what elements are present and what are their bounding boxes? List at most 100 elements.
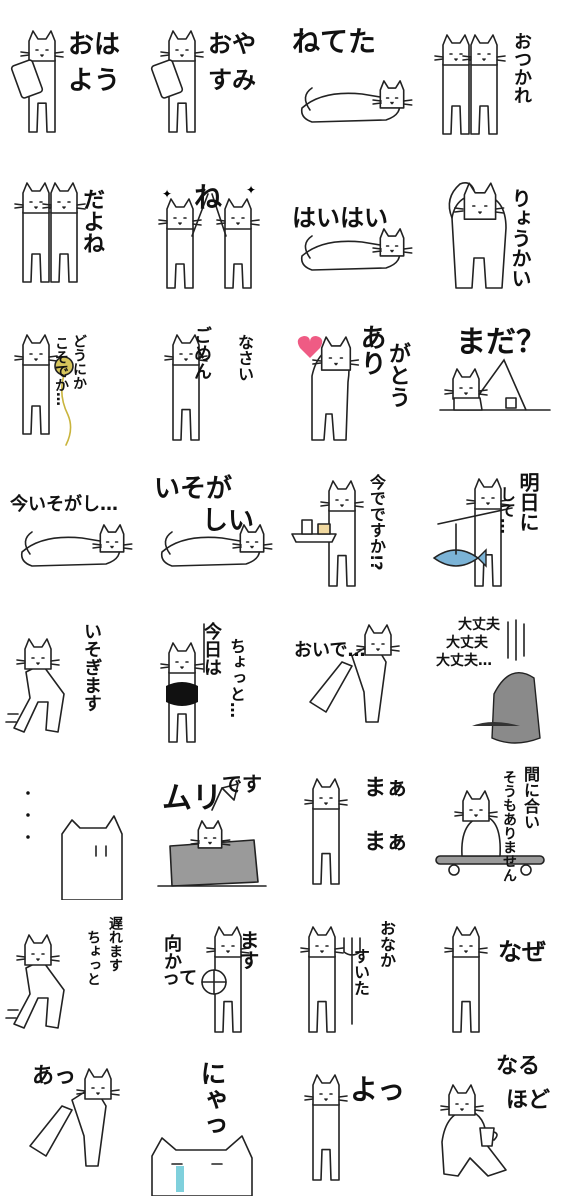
svg-text:✦: ✦ bbox=[246, 183, 256, 197]
sticker-caption: ます bbox=[236, 930, 260, 970]
cat-illustration bbox=[151, 1135, 253, 1196]
sticker-caption: おつかれ bbox=[511, 32, 532, 104]
sticker-s9[interactable]: こそでか…どうにか bbox=[2, 306, 142, 456]
sticker-caption: しい bbox=[202, 506, 255, 536]
sticker-caption: 向か bbox=[161, 934, 182, 970]
cat-illustration bbox=[160, 524, 273, 567]
cat-illustration bbox=[14, 182, 86, 283]
cat-illustration bbox=[304, 1074, 348, 1181]
sticker-s26[interactable]: 向かって ます bbox=[142, 898, 282, 1048]
cat-illustration bbox=[160, 623, 205, 743]
sticker-s19[interactable]: おいで… bbox=[282, 602, 422, 752]
sticker-caption: ・ bbox=[19, 830, 35, 844]
sticker-s31[interactable]: よっ bbox=[282, 1046, 422, 1196]
sticker-caption: 今いそがし… bbox=[10, 494, 118, 515]
sticker-caption: して… bbox=[497, 486, 516, 534]
sticker-caption: はいはい bbox=[292, 204, 388, 232]
sticker-s16[interactable]: 明日にして… bbox=[422, 454, 562, 604]
cat-illustration bbox=[5, 934, 65, 1029]
sticker-s30[interactable]: にゃっ bbox=[142, 1046, 282, 1196]
sticker-caption: って bbox=[162, 968, 198, 989]
cat-illustration bbox=[300, 926, 361, 1033]
sticker-s7[interactable]: はいはい bbox=[282, 158, 422, 308]
cat-illustration bbox=[164, 334, 208, 441]
sticker-s6[interactable]: ✦ ✦ ね bbox=[142, 158, 282, 308]
sticker-s15[interactable]: 今でですか!? bbox=[282, 454, 422, 604]
sticker-s29[interactable]: あっ bbox=[2, 1046, 142, 1196]
cat-illustration bbox=[150, 30, 204, 133]
sticker-caption: 遅れます bbox=[107, 916, 123, 972]
sticker-s1[interactable]: おはよう bbox=[2, 10, 142, 160]
sticker-caption: よう bbox=[68, 66, 121, 96]
sticker-s28[interactable]: なぜ bbox=[422, 898, 562, 1048]
sticker-s20[interactable]: 大丈夫大丈夫大丈夫… bbox=[422, 602, 562, 752]
cat-illustration bbox=[297, 336, 360, 441]
sticker-s17[interactable]: いそぎます bbox=[2, 602, 142, 752]
cat-illustration bbox=[432, 478, 513, 587]
svg-text:✦: ✦ bbox=[162, 187, 172, 201]
sticker-caption: おや bbox=[208, 30, 256, 58]
sticker-caption: まぁ bbox=[364, 776, 409, 801]
sticker-s11[interactable]: ありがとう bbox=[282, 306, 422, 456]
cat-illustration bbox=[304, 778, 348, 885]
sticker-caption: ねてた bbox=[292, 25, 377, 58]
cat-illustration bbox=[300, 228, 413, 271]
sticker-s27[interactable]: おなかすいた bbox=[282, 898, 422, 1048]
cat-illustration bbox=[472, 619, 541, 744]
sticker-s22[interactable]: ムリです bbox=[142, 750, 282, 900]
sticker-caption: ちょっと bbox=[85, 930, 101, 986]
cat-illustration bbox=[448, 182, 507, 289]
sticker-caption: 明日に bbox=[516, 472, 540, 532]
sticker-s12[interactable]: まだ？ bbox=[422, 306, 562, 456]
cat-illustration bbox=[300, 80, 413, 123]
sticker-caption: まだ？ bbox=[456, 325, 546, 360]
sticker-caption: ちょっと… bbox=[227, 638, 246, 718]
cat-illustration bbox=[444, 926, 488, 1033]
cat-illustration bbox=[157, 783, 267, 887]
sticker-s5[interactable]: だよね bbox=[2, 158, 142, 308]
cat-illustration bbox=[440, 1084, 507, 1177]
cat-illustration bbox=[291, 480, 364, 587]
cat-illustration bbox=[20, 524, 133, 567]
sticker-s10[interactable]: ごめんなさい bbox=[142, 306, 282, 456]
cat-illustration bbox=[201, 926, 250, 1033]
sticker-s2[interactable]: おやすみ bbox=[142, 10, 282, 160]
sticker-s21[interactable]: ・・・ bbox=[2, 750, 142, 900]
sticker-s25[interactable]: 遅れますちょっと bbox=[2, 898, 142, 1048]
sticker-s3[interactable]: ねてた bbox=[282, 10, 422, 160]
sticker-s24[interactable]: 間に合いそうもありません bbox=[422, 750, 562, 900]
sticker-caption: なる bbox=[496, 1054, 541, 1079]
sticker-caption: です bbox=[222, 772, 262, 796]
sticker-caption: おなか bbox=[377, 920, 396, 968]
sticker-s23[interactable]: まぁまぁ bbox=[282, 750, 422, 900]
cat-illustration bbox=[61, 815, 123, 900]
sticker-caption: ・ bbox=[19, 786, 35, 800]
sticker-caption: あり bbox=[356, 324, 386, 376]
cat-illustration bbox=[434, 34, 506, 135]
sticker-caption: どうにか bbox=[71, 334, 87, 390]
sticker-s8[interactable]: りょうかい bbox=[422, 158, 562, 308]
sticker-caption: 今日は bbox=[201, 622, 222, 676]
sticker-caption: 大丈夫 bbox=[458, 617, 500, 633]
sticker-s32[interactable]: なるほど bbox=[422, 1046, 562, 1196]
sticker-caption: まぁ bbox=[364, 830, 409, 855]
sticker-caption: なぜ bbox=[498, 938, 546, 966]
cat-illustration bbox=[439, 358, 551, 411]
sticker-caption: にゃっ bbox=[196, 1060, 226, 1138]
sticker-caption: 大丈夫… bbox=[436, 653, 492, 669]
sticker-caption: ね bbox=[194, 181, 223, 214]
sticker-caption: 大丈夫 bbox=[446, 635, 488, 651]
sticker-caption: そうもありません bbox=[501, 770, 517, 882]
sticker-s18[interactable]: 今日はちょっと… bbox=[142, 602, 282, 752]
sticker-caption: おいで… bbox=[294, 640, 366, 661]
cat-illustration bbox=[14, 334, 74, 446]
sticker-caption: だよね bbox=[79, 188, 104, 254]
sticker-caption: いそが bbox=[154, 474, 233, 504]
sticker-caption: ほど bbox=[506, 1088, 551, 1113]
sticker-s14[interactable]: いそがしい bbox=[142, 454, 282, 604]
sticker-caption: 今でですか!? bbox=[367, 474, 386, 571]
cat-illustration bbox=[5, 638, 65, 733]
sticker-caption: よっ bbox=[350, 1073, 406, 1106]
sticker-s4[interactable]: おつかれ bbox=[422, 10, 562, 160]
sticker-s13[interactable]: 今いそがし… bbox=[2, 454, 142, 604]
